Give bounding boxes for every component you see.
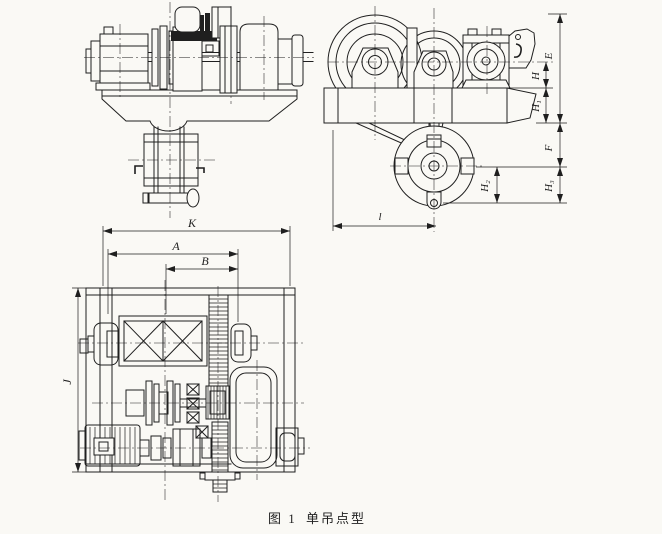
dim-label-F: F — [543, 144, 555, 152]
side-centerlines — [328, 6, 553, 232]
dim-label-A: A — [171, 239, 180, 253]
side-dimensions: E H H₁ F H₂ H₃ l — [333, 14, 563, 229]
dim-label-l: l — [378, 211, 381, 223]
rope-guide-bracket — [508, 28, 536, 69]
bearing-pedestal-small — [413, 50, 454, 89]
section-mark-left — [134, 165, 143, 174]
dim-label-J: J — [60, 379, 74, 385]
dim-label-E: E — [543, 52, 555, 60]
figure-title: 单吊点型 — [306, 511, 366, 526]
main-gear-plan — [208, 294, 229, 387]
vertical-gear-shaft — [199, 421, 241, 493]
rope-drum-housing — [239, 23, 304, 91]
travel-drive-shaft — [139, 425, 212, 467]
plan-view: K A B J — [60, 216, 310, 502]
drum-support — [219, 25, 238, 94]
figure-caption: 图 1 单吊点型 — [268, 511, 366, 526]
coupling-symbols — [186, 383, 200, 424]
hook-block-front — [134, 126, 205, 208]
front-elevation-view — [84, 2, 314, 218]
drive-shaft — [147, 52, 314, 62]
travel-motor-plan — [78, 424, 141, 467]
dim-label-K: K — [187, 216, 197, 230]
rope-drum-plan — [118, 315, 208, 367]
front-centerlines — [84, 2, 314, 218]
gearbox-side — [461, 28, 511, 89]
dim-label-H: H — [530, 71, 542, 81]
gear-case — [171, 6, 232, 92]
plan-centerlines — [78, 280, 310, 502]
wheel-left-plan — [79, 322, 119, 366]
plan-extension-lines — [72, 226, 291, 473]
pinion-gear-plan — [205, 385, 230, 420]
dim-label-H3: H₃ — [543, 180, 555, 193]
trolley-frame — [101, 89, 298, 132]
gearbox-plan — [229, 366, 278, 469]
dim-label-B: B — [201, 254, 209, 268]
wheel-side-plate — [406, 27, 418, 89]
hoist-motor — [85, 26, 151, 91]
end-carriage-frame — [323, 87, 537, 131]
side-elevation-view: E H H₁ F H₂ H₃ l — [323, 6, 567, 232]
side-roller-bracket — [275, 427, 305, 467]
dim-label-H1: H₁ — [530, 100, 542, 113]
section-mark-right — [196, 167, 205, 173]
dim-label-H2: H₂ — [479, 180, 491, 193]
figure-number: 图 1 — [268, 511, 297, 526]
plan-frame — [85, 287, 296, 473]
hoist-ropes — [355, 122, 444, 154]
plan-dimensions: K A B J — [60, 216, 290, 472]
